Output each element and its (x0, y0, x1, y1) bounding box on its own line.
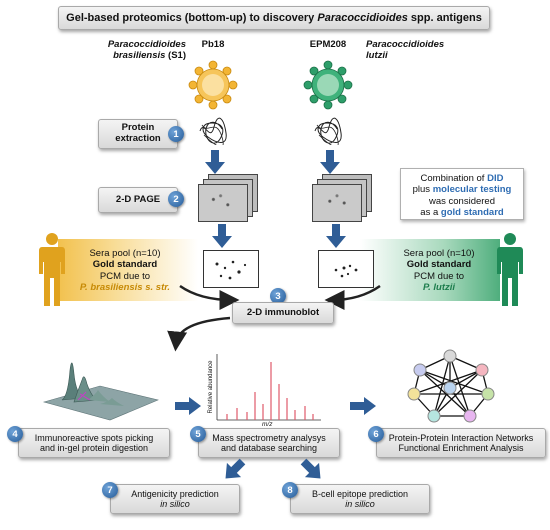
arrow-down-left-1-icon (205, 150, 225, 174)
step2-number-icon: 2 (168, 191, 184, 207)
fungus-epm208-icon (303, 60, 353, 110)
strain-right-label: EPM208 (309, 39, 347, 50)
step5-number-icon: 5 (190, 426, 206, 442)
arrow-down-right-1-icon (320, 150, 340, 174)
species-left-label: Paracoccidioides brasiliensis (S1) (107, 39, 186, 61)
step1-number-icon: 1 (168, 126, 184, 142)
ms-ylabel: Relative abundance (208, 360, 214, 414)
arrow-right-1-icon (175, 397, 201, 415)
sera-left-text: Sera pool (n=10) Gold standard PCM due t… (79, 248, 171, 294)
gel-stack-left-front (198, 184, 248, 222)
page-title-box: Gel-based proteomics (bottom-up) to disc… (58, 6, 490, 30)
arrow-down-left-diagonal-icon (225, 458, 246, 479)
protein-tangle-right-icon (314, 117, 342, 145)
sera-right-text: Sera pool (n=10) Gold standard PCM due t… (403, 248, 475, 294)
immunoblot-left (203, 250, 259, 288)
sera-gold-panel (58, 239, 198, 301)
arrow-down-left-2-icon (212, 224, 232, 248)
gel-stack-right-front (312, 184, 362, 222)
arrow-right-2-icon (350, 397, 376, 415)
step7-number-icon: 7 (102, 482, 118, 498)
spot-landscape-plot (42, 362, 159, 421)
step2-2d-page-box: 2-D PAGE (98, 187, 178, 213)
step8-number-icon: 8 (282, 482, 298, 498)
immunoblot-right (318, 250, 374, 288)
step3-number-icon: 3 (270, 288, 286, 304)
page-title: Gel-based proteomics (bottom-up) to disc… (66, 11, 482, 24)
ppi-network (407, 349, 495, 423)
protein-tangle-left-icon (199, 117, 227, 145)
fungus-pb18-icon (188, 60, 238, 110)
gold-standard-note: Combination of DID plus molecular testin… (400, 168, 524, 220)
strain-left-label: Pb18 (201, 39, 225, 50)
sera-green-panel (360, 239, 500, 301)
step4-number-icon: 4 (7, 426, 23, 442)
step6-number-icon: 6 (368, 426, 384, 442)
person-green-icon (497, 233, 523, 306)
mass-spectrum-plot (216, 354, 321, 421)
arrow-down-right-2-icon (326, 224, 346, 248)
arrow-down-right-diagonal-icon (300, 458, 321, 479)
species-right-label: Paracoccidioides lutzii (366, 39, 445, 61)
step3-immunoblot-box: 2-D immunoblot (232, 302, 334, 324)
person-gold-icon (39, 233, 65, 306)
ms-xlabel: m/z (262, 421, 273, 428)
